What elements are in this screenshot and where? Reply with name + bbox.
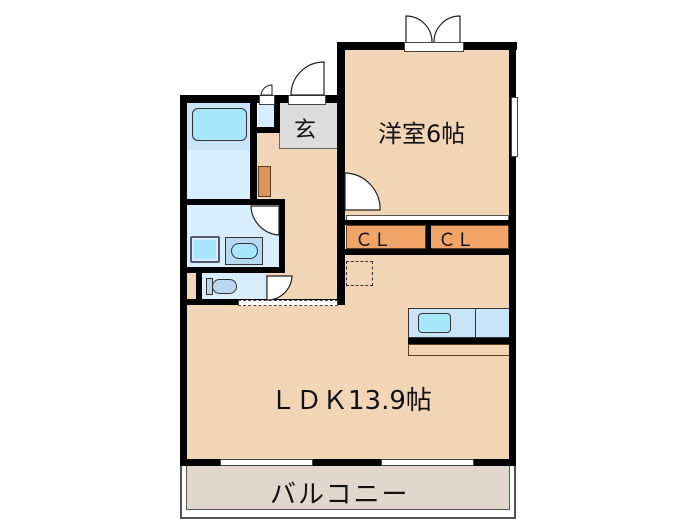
wall-wash-bottom bbox=[180, 267, 285, 273]
wall-shoe-right bbox=[274, 95, 280, 133]
kitchen-divider bbox=[475, 308, 476, 338]
window-right bbox=[511, 97, 518, 157]
entrance-door-opening bbox=[288, 95, 326, 105]
balcony-label: バルコニー bbox=[270, 480, 410, 510]
wall-closet-mid bbox=[426, 220, 431, 254]
washroom-door-swing-icon bbox=[250, 205, 280, 236]
ldk-label: ＬＤＫ13.9帖 bbox=[270, 386, 432, 416]
bathtub-icon bbox=[192, 108, 247, 141]
wall-closet-bottom bbox=[337, 249, 516, 255]
wall-bath-bottom bbox=[180, 199, 285, 205]
closet-1 bbox=[346, 225, 426, 249]
shoe-door-opening bbox=[259, 95, 275, 105]
entrance-area bbox=[279, 103, 337, 149]
western-room-label: 洋室6帖 bbox=[378, 120, 466, 148]
bathroom-lower bbox=[187, 150, 250, 200]
closet-1-label: ＣＬ bbox=[355, 230, 391, 251]
wall-shoe-bottom bbox=[250, 127, 280, 133]
window-balcony-2 bbox=[381, 459, 474, 466]
wall-left bbox=[180, 95, 187, 466]
closet-2 bbox=[430, 225, 509, 249]
toilet-door-swing-icon bbox=[266, 275, 293, 301]
washing-machine-icon bbox=[190, 236, 220, 263]
ldk-floor-upper bbox=[286, 254, 509, 304]
wall-bath-right bbox=[250, 95, 257, 205]
storage-block bbox=[258, 166, 271, 197]
shoe-cabinet bbox=[258, 102, 275, 127]
wall-bottom bbox=[180, 459, 516, 466]
wall-toilet-left bbox=[196, 267, 202, 301]
kitchen-wall bbox=[408, 338, 510, 344]
closet-2-label: ＣＬ bbox=[438, 230, 474, 251]
sink-basin-icon bbox=[231, 243, 258, 259]
wall-wash-right bbox=[279, 199, 285, 269]
entrance-door-swing-icon bbox=[290, 61, 325, 96]
shoe-door-swing-icon bbox=[260, 84, 273, 96]
kitchen-bar bbox=[408, 344, 510, 356]
kitchen-sink-icon bbox=[418, 313, 451, 333]
western-room-door-swing-icon bbox=[344, 172, 381, 211]
ventilation-mark bbox=[346, 261, 373, 286]
window-top bbox=[404, 42, 464, 52]
balcony-door-swing-icon bbox=[405, 15, 461, 43]
hall-sliding-door bbox=[238, 300, 338, 306]
balcony bbox=[186, 465, 510, 510]
toilet-bowl-icon bbox=[212, 279, 237, 294]
entrance-label: 玄 bbox=[294, 118, 317, 143]
wall-left-western bbox=[337, 42, 345, 304]
window-balcony-1 bbox=[220, 459, 313, 466]
